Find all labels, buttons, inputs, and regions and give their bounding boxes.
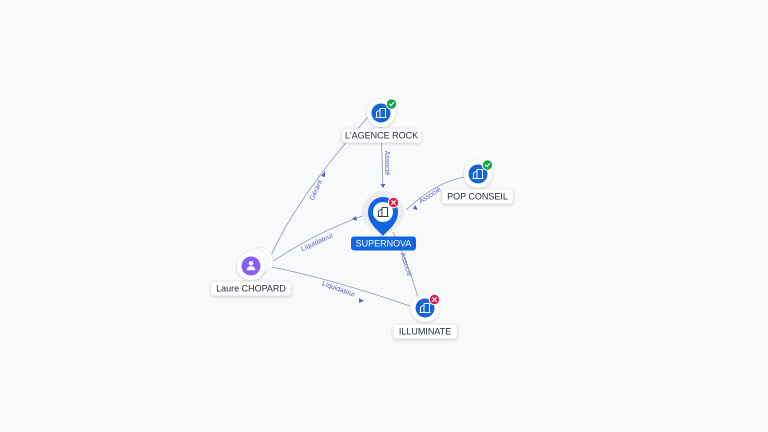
node-label-background [441, 189, 514, 204]
active-badge [385, 98, 398, 110]
graph-node-laure-chopard[interactable]: Laure CHOPARD [210, 246, 292, 296]
person-icon [246, 261, 256, 271]
edge-label: Gérant [309, 179, 324, 201]
close-icon [391, 200, 396, 205]
node-label: Laure CHOPARD [216, 284, 286, 294]
closed-badge [428, 293, 441, 306]
edge-arrow [413, 205, 418, 210]
graph-node-supernova[interactable]: SUPERNOVA [351, 191, 416, 251]
edge-arrow [359, 298, 364, 303]
check-icon [484, 162, 491, 168]
edge-line [271, 213, 369, 263]
node-label: ILLUMINATE [399, 327, 451, 337]
closed-badge [387, 196, 400, 209]
node-label: L'AGENCE ROCK [345, 131, 418, 141]
graph-node-pop-conseil[interactable]: POP CONSEIL [441, 159, 514, 204]
edge-label: Associé [383, 151, 390, 176]
active-badge [481, 159, 494, 171]
node-circle [241, 256, 261, 276]
node-label-background [341, 128, 422, 143]
node-label: SUPERNOVA [356, 239, 412, 249]
node-label: POP CONSEIL [447, 192, 508, 202]
edge-arrow [380, 184, 386, 188]
edge-line [271, 266, 411, 307]
edge-label: Associé [398, 252, 412, 278]
edge-arrow [352, 216, 357, 221]
graph-edge[interactable]: Liquidateur [271, 266, 411, 307]
edge-label: Associé [418, 186, 442, 205]
node-label-background [392, 324, 458, 339]
node-label-background [210, 281, 292, 296]
building-icon [419, 303, 431, 313]
building-icon [377, 207, 389, 217]
building-icon [375, 108, 387, 118]
graph-node-illuminate[interactable]: ILLUMINATE [392, 293, 458, 339]
edge-arrow [321, 171, 325, 177]
close-icon [432, 297, 437, 302]
graph-nodes: L'AGENCE ROCK POP CONSEIL [210, 98, 514, 339]
building-icon [472, 169, 484, 179]
check-icon [388, 101, 395, 107]
node-label-background [351, 236, 416, 251]
graph-node-agence-rock[interactable]: L'AGENCE ROCK [341, 98, 422, 143]
